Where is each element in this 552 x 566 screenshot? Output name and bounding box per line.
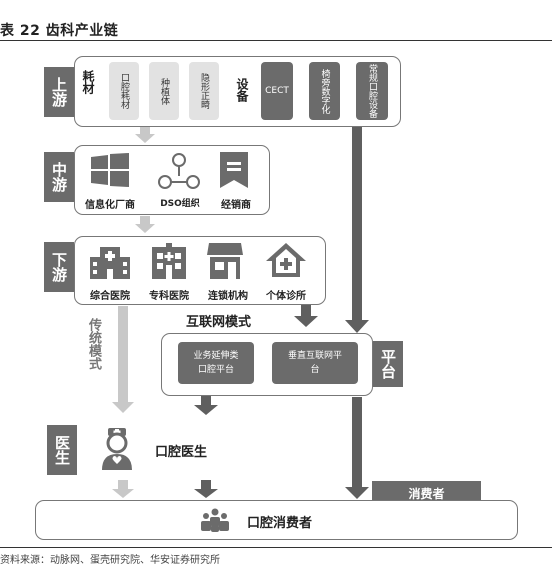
people-icon: [201, 508, 229, 532]
arrow-equipment-to-platform: [345, 127, 369, 333]
arrow-mid-to-down: [135, 216, 155, 233]
upstream-item-label: 椅旁数字化: [319, 68, 330, 114]
network-icon: [158, 153, 200, 189]
arrow-doctor-to-consumer-light: [112, 480, 134, 498]
downstream-label: 综合医院: [90, 291, 130, 302]
internet-mode-label: 互联网模式: [186, 315, 252, 330]
upstream-tag-text: 上游: [50, 77, 68, 107]
upstream-item-common-equipment: 常规口腔设备: [356, 62, 388, 120]
equipment-label: 设备: [235, 78, 249, 102]
building-icon: [152, 243, 186, 279]
upstream-item-cect: CECT: [261, 62, 293, 120]
consumables-label: 耗材: [81, 70, 95, 94]
upstream-item-oral-consumables: 口腔耗材: [109, 62, 139, 120]
upstream-tag: 上游: [44, 67, 74, 117]
midstream-label: 经销商: [221, 200, 251, 211]
platform-item-extension: 业务延伸类口腔平台: [178, 342, 254, 384]
arrow-traditional: [112, 306, 134, 413]
arrow-doctor-to-consumer-dark: [194, 480, 218, 498]
upstream-item-label: 常规口腔设备: [367, 64, 377, 118]
title-divider: [0, 40, 552, 41]
upstream-item-label: 隐形正畸: [199, 73, 209, 109]
consumer-panel: [35, 500, 518, 540]
source-note: 资料来源：动脉网、蛋壳研究院、华安证券研究所: [0, 555, 220, 566]
downstream-label: 专科医院: [149, 291, 189, 302]
footer-divider: [0, 547, 552, 548]
traditional-mode-label: 传统模式: [86, 318, 101, 370]
bookmark-icon: [220, 152, 248, 188]
midstream-tag: 中游: [44, 152, 74, 202]
hospital-icon: [90, 247, 130, 279]
upstream-item-label: 口腔耗材: [119, 73, 129, 109]
midstream-tag-text: 中游: [50, 162, 68, 192]
arrow-platform-to-doctor: [194, 396, 218, 415]
doctor-tag: 医生: [47, 425, 77, 475]
downstream-label: 连锁机构: [208, 291, 248, 302]
upstream-item-implant: 种植体: [149, 62, 179, 120]
downstream-tag: 下游: [44, 242, 74, 292]
house-icon: [266, 243, 306, 277]
doctor-tag-text: 医生: [53, 435, 71, 465]
doctor-icon: [102, 428, 132, 470]
doctor-label: 口腔医生: [155, 445, 208, 460]
platform-item-vertical: 垂直互联网平台: [272, 342, 358, 384]
downstream-label: 个体诊所: [266, 291, 306, 302]
consumer-label: 口腔消费者: [247, 516, 313, 531]
figure-title: 表 22 齿科产业链: [0, 23, 119, 39]
arrow-up-to-mid: [135, 126, 155, 143]
upstream-item-aligner: 隐形正畸: [189, 62, 219, 120]
platform-item-label: 垂直互联网平台: [287, 351, 342, 375]
windows-icon: [91, 153, 129, 187]
platform-tag-text: 平台: [379, 349, 397, 379]
downstream-tag-text: 下游: [50, 252, 68, 282]
store-icon: [207, 243, 243, 279]
arrow-down-to-internet: [294, 305, 318, 327]
midstream-label: 信息化厂商: [85, 200, 135, 211]
upstream-item-chairside-digital: 椅旁数字化: [309, 62, 340, 120]
midstream-label: DSO组织: [160, 199, 200, 209]
upstream-item-label: 种植体: [159, 77, 169, 105]
light-arrows: [112, 126, 155, 498]
platform-tag: 平台: [373, 341, 403, 387]
platform-item-label: 业务延伸类口腔平台: [193, 351, 239, 375]
dark-arrows: [194, 127, 369, 499]
arrow-platform-to-consumer: [345, 397, 369, 499]
